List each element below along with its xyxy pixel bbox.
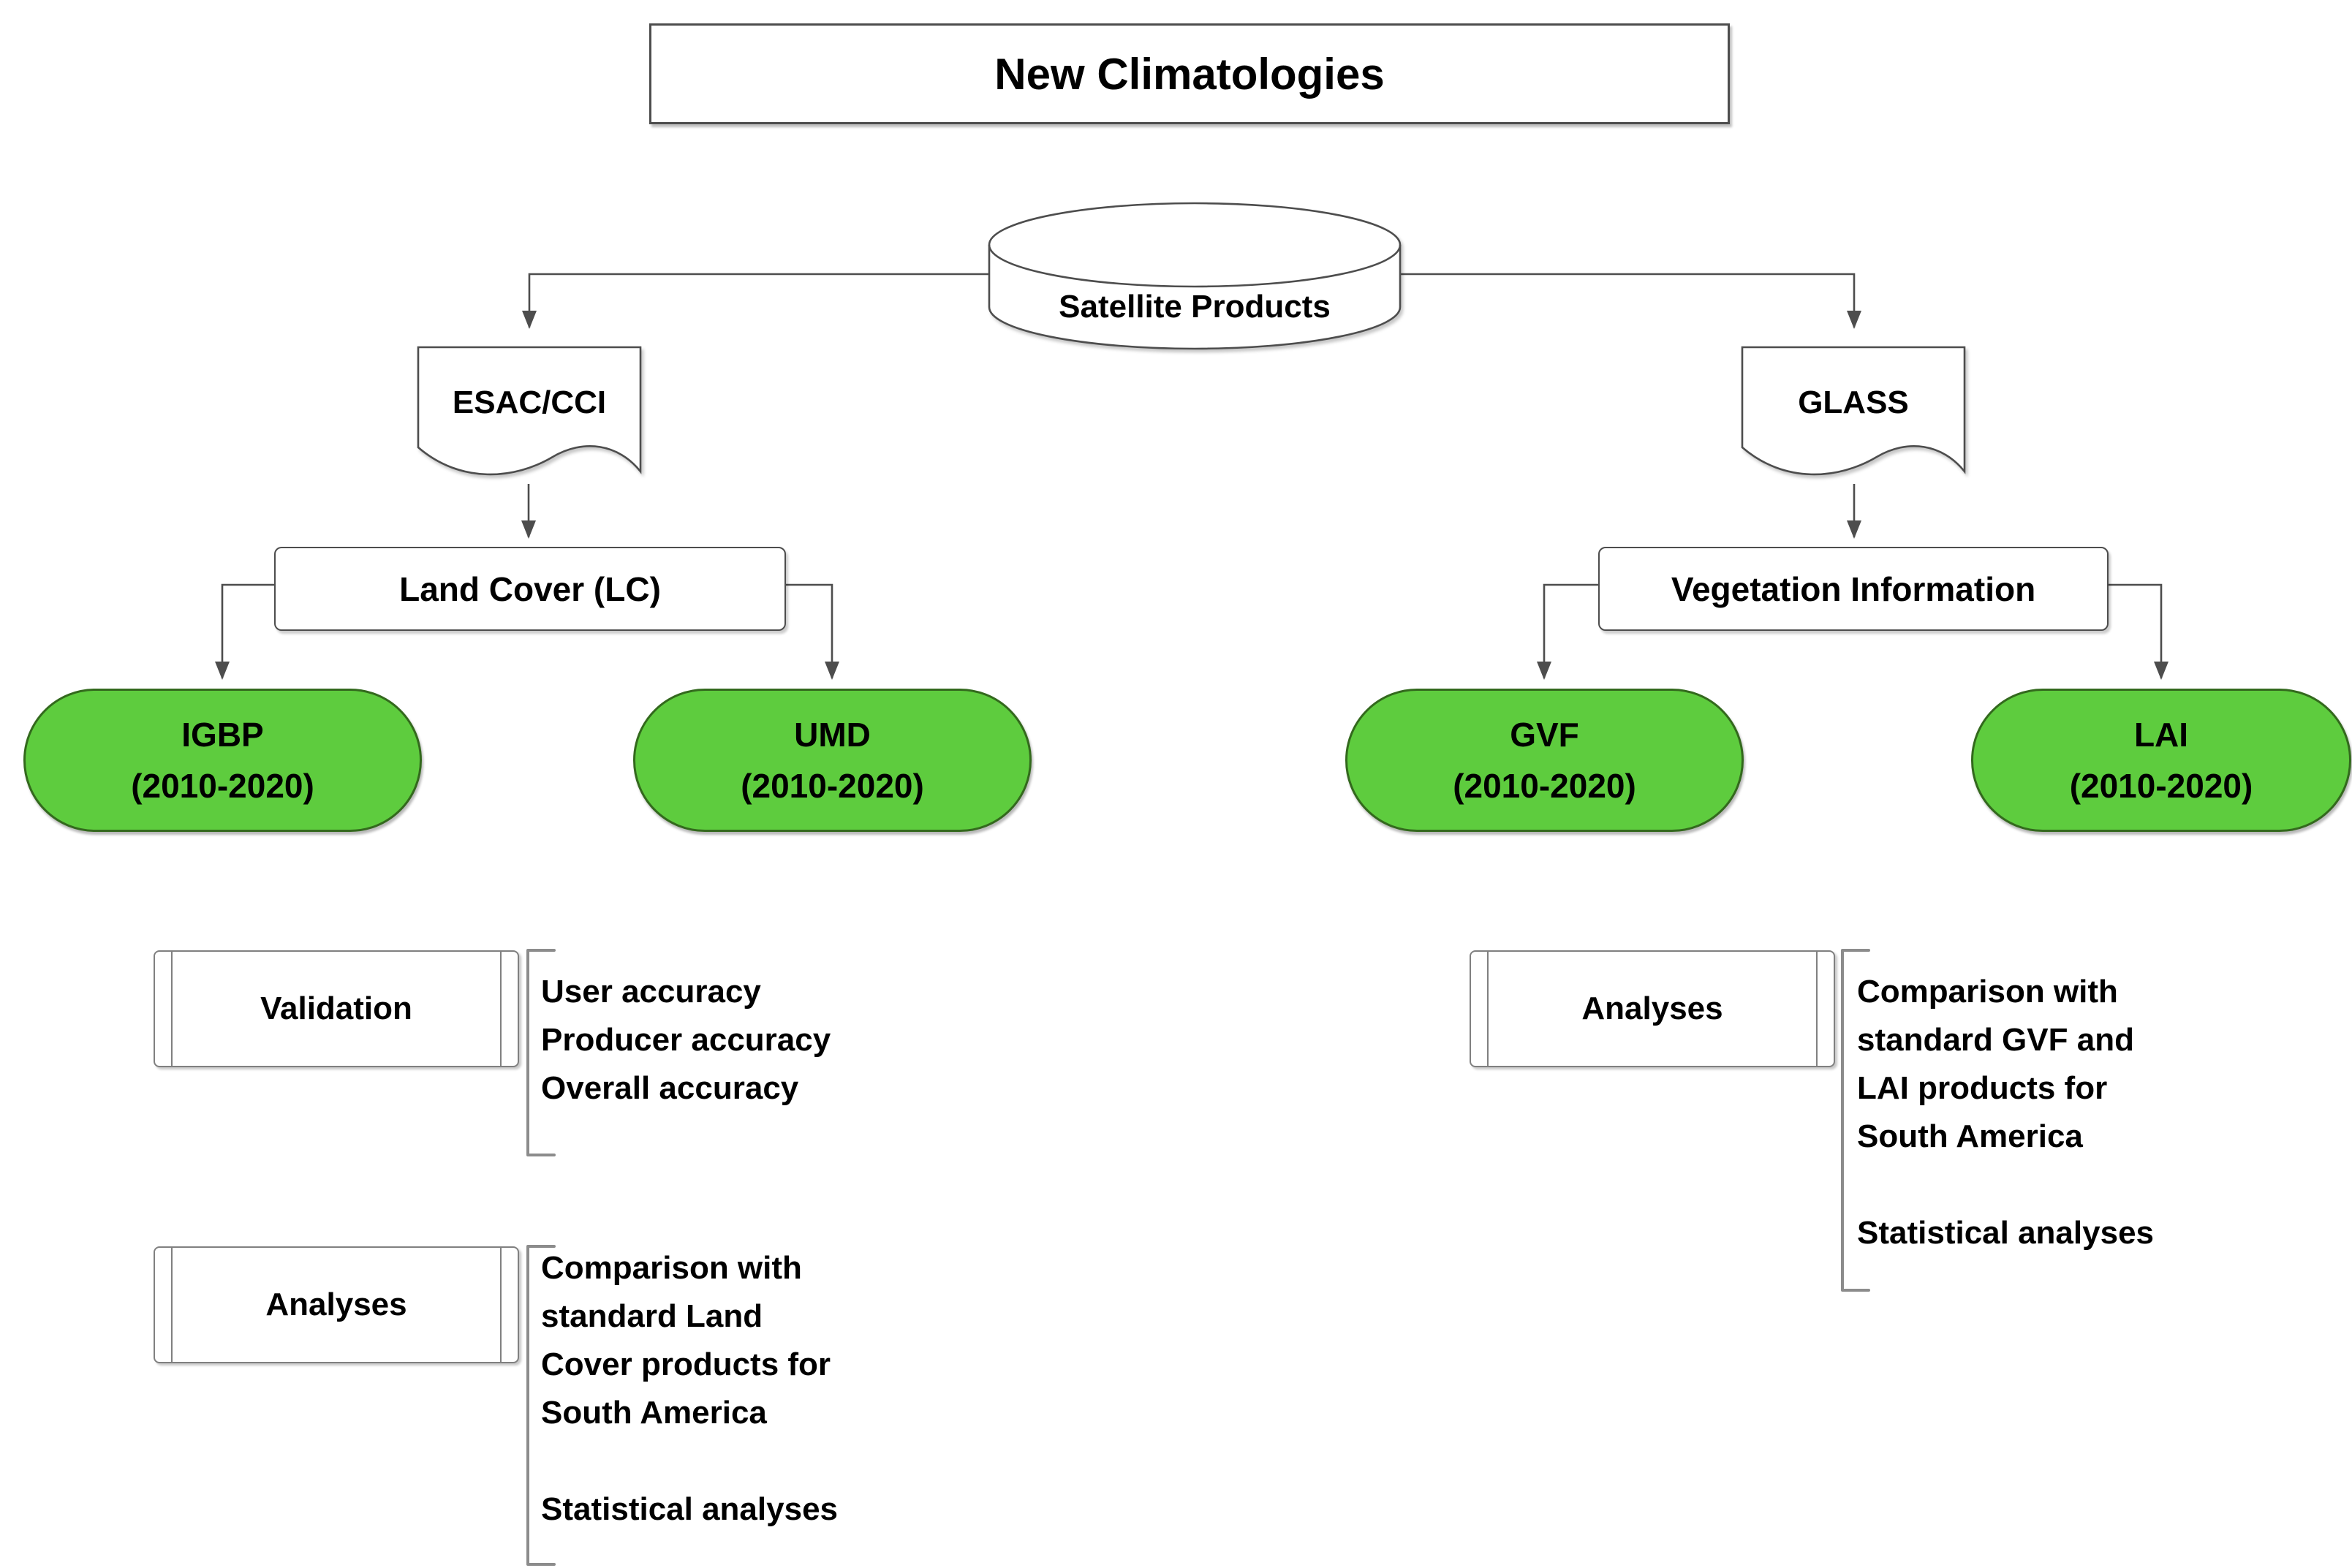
igbp-name: IGBP [181,716,264,754]
analyses-right-note-line: South America [1857,1118,2083,1154]
analyses-right-note-line: Comparison with [1857,974,2118,1010]
satellite-products-label: Satellite Products [1059,289,1331,325]
analyses-left-note-line: standard Land [541,1298,763,1334]
validation-note-line: Producer accuracy [541,1022,831,1058]
cylinder-top-arc [988,244,1402,288]
esac-cci-label: ESAC/CCI [452,385,607,420]
connector-vegetation-to-lai [2109,583,2168,680]
analyses-right-notes: Comparison with standard GVF and LAI pro… [1857,968,2352,1257]
land-cover-node: Land Cover (LC) [274,547,786,631]
cylinder-shape [988,202,1402,350]
vegetation-information-node: Vegetation Information [1598,547,2109,631]
umd-period: (2010-2020) [741,767,924,805]
analyses-left-note-line: South America [541,1395,767,1431]
analyses-left-notes: Comparison with standard Land Cover prod… [541,1244,1067,1534]
glass-node: GLASS [1742,355,1965,450]
analyses-left-note-line: Statistical analyses [541,1491,839,1527]
connector-vegetation-to-gvf [1537,583,1598,680]
validation-note-line: Overall accuracy [541,1070,799,1106]
lai-period: (2010-2020) [2069,767,2253,805]
document-shape-esac [417,346,642,476]
analyses-right-note-line [1857,1161,2352,1209]
validation-label: Validation [260,991,412,1026]
connector-landcover-to-umd [786,583,839,680]
glass-label: GLASS [1798,385,1909,420]
connector-satellite-to-glass [1195,273,1861,329]
igbp-node: IGBP (2010-2020) [23,689,422,832]
umd-node: UMD (2010-2020) [633,689,1032,832]
umd-name: UMD [794,716,871,754]
vegetation-information-label: Vegetation Information [1671,569,2036,608]
satellite-products-node: Satellite Products [989,284,1400,330]
analyses-right-label: Analyses [1581,991,1723,1026]
bracket-validation [526,949,556,1156]
document-shape-glass [1741,346,1966,476]
validation-note-line: User accuracy [541,974,761,1010]
validation-notes: User accuracy Producer accuracy Overall … [541,968,1067,1113]
analyses-right-note-line: standard GVF and [1857,1022,2134,1058]
analyses-right-node: Analyses [1470,950,1835,1067]
diagram-title: New Climatologies [994,49,1385,99]
analyses-left-note-line: Comparison with [541,1250,802,1286]
connector-landcover-to-igbp [215,583,274,680]
diagram-title-box: New Climatologies [649,23,1730,124]
connector-satellite-to-esac [522,273,1195,329]
validation-node: Validation [154,950,519,1067]
esac-cci-node: ESAC/CCI [418,355,640,450]
bracket-analyses-left [526,1245,556,1566]
gvf-period: (2010-2020) [1453,767,1636,805]
land-cover-label: Land Cover (LC) [399,569,661,608]
analyses-right-note-line: Statistical analyses [1857,1215,2155,1251]
igbp-period: (2010-2020) [131,767,314,805]
analyses-left-note-line [541,1437,1067,1485]
bracket-analyses-right [1841,949,1870,1292]
gvf-name: GVF [1510,716,1579,754]
gvf-node: GVF (2010-2020) [1345,689,1744,832]
analyses-left-note-line: Cover products for [541,1347,831,1382]
lai-name: LAI [2133,716,2189,754]
analyses-left-node: Analyses [154,1246,519,1363]
lai-node: LAI (2010-2020) [1971,689,2351,832]
analyses-left-label: Analyses [265,1287,407,1322]
analyses-right-note-line: LAI products for [1857,1070,2108,1106]
